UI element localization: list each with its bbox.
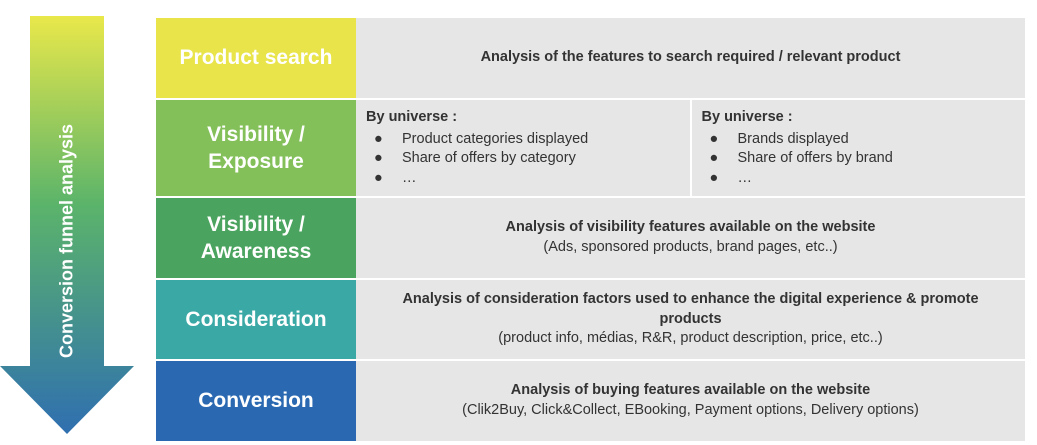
row-consideration: Consideration Analysis of consideration … xyxy=(156,280,1025,361)
exposure-by-brand: By universe : ●Brands displayed ●Share o… xyxy=(689,100,1026,196)
content-product-search-title: Analysis of the features to search requi… xyxy=(480,49,901,66)
content-consideration-title: Analysis of consideration factors used t… xyxy=(402,291,979,327)
row-product-search: Product search Analysis of the features … xyxy=(156,18,1025,100)
stage-visibility-awareness-label: Visibility / Awareness xyxy=(200,212,312,263)
funnel-table: Product search Analysis of the features … xyxy=(156,18,1025,441)
content-visibility-exposure: By universe : ●Product categories displa… xyxy=(356,100,1025,196)
content-consideration: Analysis of consideration factors used t… xyxy=(356,280,1025,359)
stage-visibility-awareness: Visibility / Awareness xyxy=(156,198,356,278)
exposure-by-category: By universe : ●Product categories displa… xyxy=(356,100,690,196)
list-item: ●Share of offers by brand xyxy=(709,150,893,167)
content-consideration-detail: (product info, médias, R&R, product desc… xyxy=(498,330,883,347)
row-visibility-exposure: Visibility / Exposure By universe : ●Pro… xyxy=(156,100,1025,198)
list-item: ●Share of offers by category xyxy=(374,150,576,167)
stage-product-search: Product search xyxy=(156,18,356,98)
stage-visibility-exposure: Visibility / Exposure xyxy=(156,100,356,196)
funnel-label: Conversion funnel analysis xyxy=(56,123,77,359)
content-product-search: Analysis of the features to search requi… xyxy=(356,18,1025,98)
exposure-right-title: By universe : xyxy=(701,109,793,125)
stage-consideration: Consideration xyxy=(156,280,356,359)
row-visibility-awareness: Visibility / Awareness Analysis of visib… xyxy=(156,198,1025,280)
content-awareness-title: Analysis of visibility features availabl… xyxy=(505,219,876,236)
list-item: ●… xyxy=(709,169,753,186)
content-visibility-awareness: Analysis of visibility features availabl… xyxy=(356,198,1025,278)
content-conversion-title: Analysis of buying features available on… xyxy=(510,382,871,399)
content-awareness-detail: (Ads, sponsored products, brand pages, e… xyxy=(543,239,838,255)
funnel-arrow: Conversion funnel analysis xyxy=(0,16,134,434)
stage-visibility-exposure-label: Visibility / Exposure xyxy=(207,122,305,173)
exposure-left-title: By universe : xyxy=(366,109,458,125)
content-conversion: Analysis of buying features available on… xyxy=(356,361,1025,441)
list-item: ●Brands displayed xyxy=(709,130,849,147)
list-item: ●… xyxy=(374,169,417,186)
row-conversion: Conversion Analysis of buying features a… xyxy=(156,361,1025,441)
stage-conversion: Conversion xyxy=(156,361,356,441)
list-item: ●Product categories displayed xyxy=(374,130,589,147)
content-conversion-detail: (Clik2Buy, Click&Collect, EBooking, Paym… xyxy=(462,402,919,418)
funnel-arrow-shape xyxy=(0,16,134,434)
